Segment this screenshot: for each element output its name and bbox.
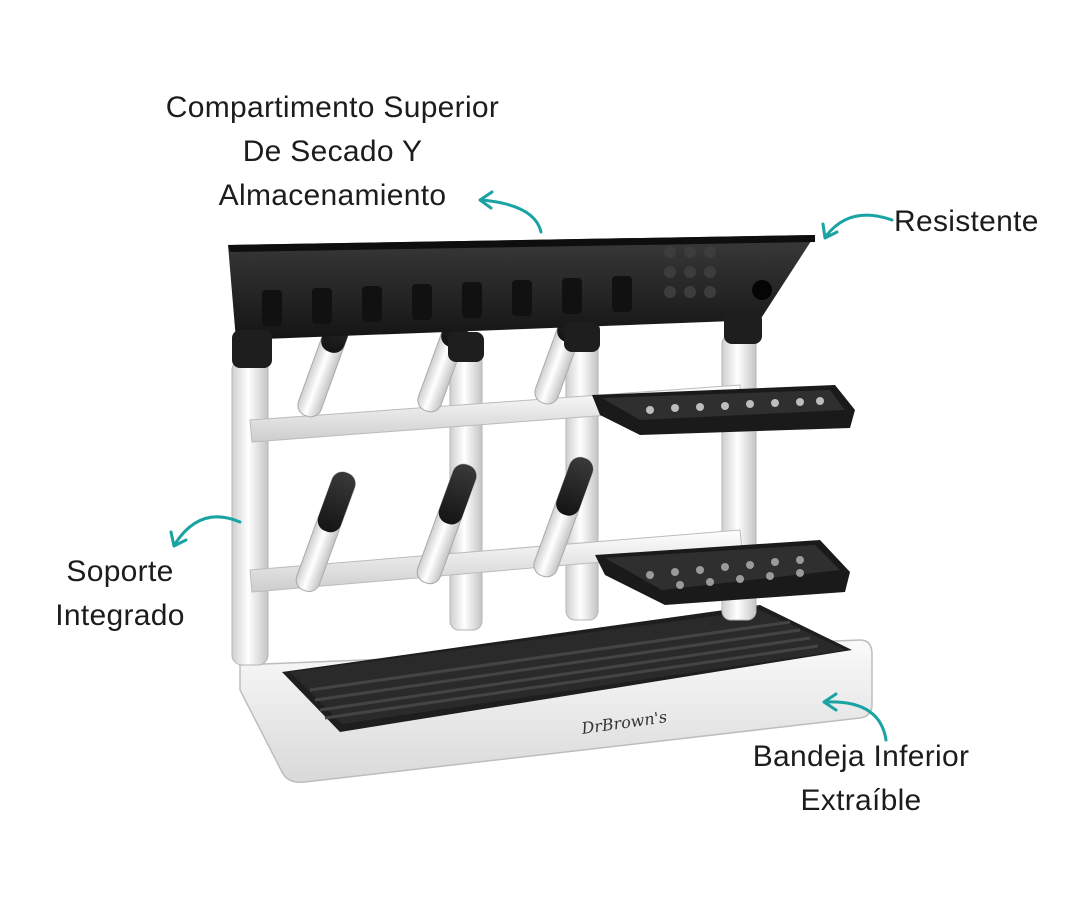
label-removable-tray: Bandeja Inferior Extraíble [730,735,992,823]
arrow-bottom-icon [822,692,888,742]
label-resistant: Resistente [894,200,1039,244]
arrow-top-icon [478,190,543,234]
label-line: De Secado Y [242,135,423,168]
label-line: Integrado [55,599,185,632]
label-line: Soporte [66,555,174,588]
label-line: Resistente [894,205,1039,238]
callout-arrows [169,190,894,742]
label-integrated-support: Soporte Integrado [20,550,220,638]
arrow-right-icon [821,213,894,240]
label-line: Almacenamiento [218,179,447,212]
side-shelves [592,385,855,605]
label-line: Extraíble [800,784,922,817]
label-line: Compartimento Superior [165,91,500,124]
label-line: Bandeja Inferior [752,740,970,773]
bottom-tray: DrBrown's [239,605,873,784]
top-compartment [228,235,815,368]
arrow-left-icon [169,515,242,548]
label-top-compartment: Compartimento Superior De Secado Y Almac… [130,86,535,218]
